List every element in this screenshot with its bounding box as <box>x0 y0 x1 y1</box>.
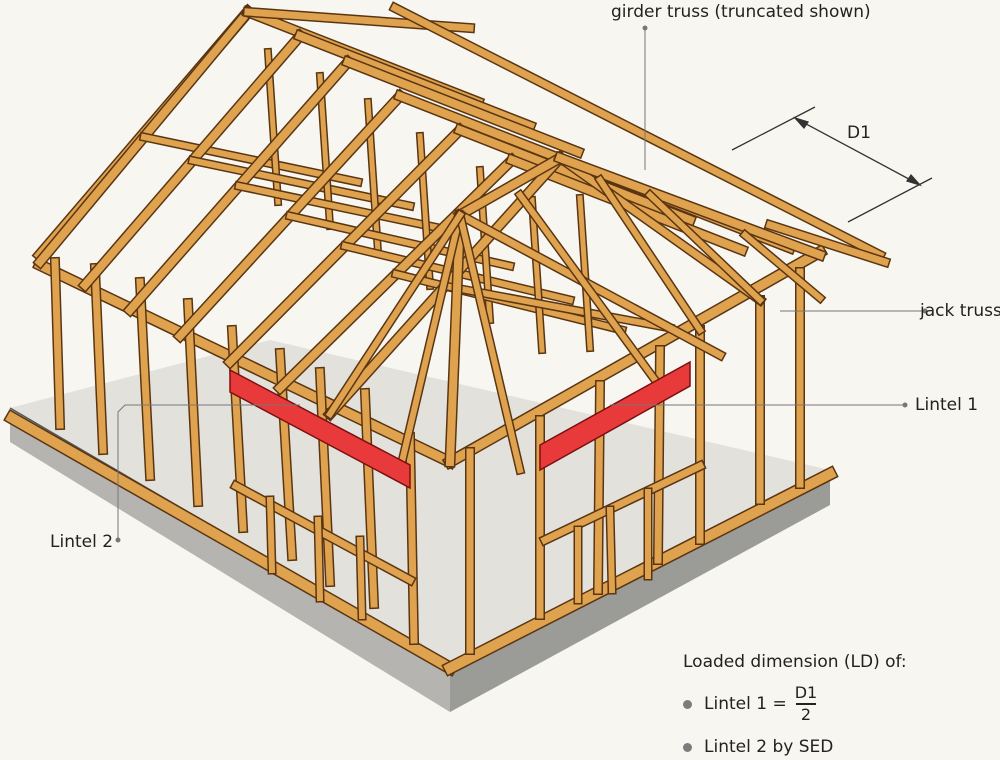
bottom-plate <box>443 467 837 675</box>
window-stud <box>356 536 366 620</box>
stud <box>361 389 378 608</box>
jack-web <box>645 190 765 305</box>
top-plate <box>33 258 457 469</box>
hip-post <box>445 210 465 467</box>
slab-top <box>10 340 830 665</box>
bullet-icon <box>683 742 692 752</box>
overhang-rafter <box>740 230 825 303</box>
dimension-d1 <box>731 106 933 223</box>
lintel-1 <box>539 360 691 472</box>
hip-web <box>396 211 464 474</box>
label-girder-truss: girder truss (truncated shown) <box>611 2 871 22</box>
jack-truss <box>555 153 765 305</box>
leader-lintel2 <box>117 404 300 540</box>
truss-rafter <box>454 124 696 226</box>
label-d1: D1 <box>847 123 871 143</box>
timber-frame <box>3 1 892 677</box>
stud <box>316 368 334 586</box>
label-jack-truss: jack truss <box>920 301 1000 321</box>
bottom-plate <box>5 411 457 675</box>
girder-truss <box>554 152 826 261</box>
truss-rafter <box>342 56 584 158</box>
top-chord-long <box>390 3 885 260</box>
legend-item-lintel1: Lintel 1 = D1 2 <box>683 680 983 728</box>
legend: Loaded dimension (LD) of: Lintel 1 = D1 … <box>683 652 983 760</box>
label-lintel2: Lintel 2 <box>50 532 114 552</box>
jack-web <box>515 190 660 385</box>
window-stud <box>606 506 616 594</box>
legend-item1-prefix: Lintel 1 = <box>704 694 787 714</box>
legend-item2: Lintel 2 by SED <box>704 737 834 757</box>
window-stud <box>266 496 276 574</box>
sill <box>231 481 415 585</box>
jack-web <box>595 175 705 335</box>
label-lintel1: Lintel 1 <box>915 395 979 415</box>
hip-web <box>456 211 524 474</box>
overhang-rafter <box>765 220 890 267</box>
slab-right-side <box>450 470 830 712</box>
window-stud <box>314 516 324 602</box>
stud <box>91 264 107 454</box>
legend-title: Loaded dimension (LD) of: <box>683 652 907 672</box>
stud <box>184 299 202 506</box>
legend-item-lintel2: Lintel 2 by SED <box>683 734 983 760</box>
bullet-icon <box>683 699 692 709</box>
stud <box>136 278 154 480</box>
truss-rafter <box>294 30 536 132</box>
truss-web <box>235 182 462 236</box>
truss-web <box>577 195 593 351</box>
fraction-numerator: D1 <box>794 683 818 703</box>
truss-web <box>529 197 545 353</box>
lintel-2 <box>229 368 411 490</box>
fraction: D1 2 <box>795 684 818 724</box>
fraction-denominator: 2 <box>800 704 812 724</box>
sill <box>540 461 705 545</box>
stud <box>51 258 64 429</box>
hip-rafter <box>454 152 566 221</box>
hip-web <box>325 210 465 419</box>
